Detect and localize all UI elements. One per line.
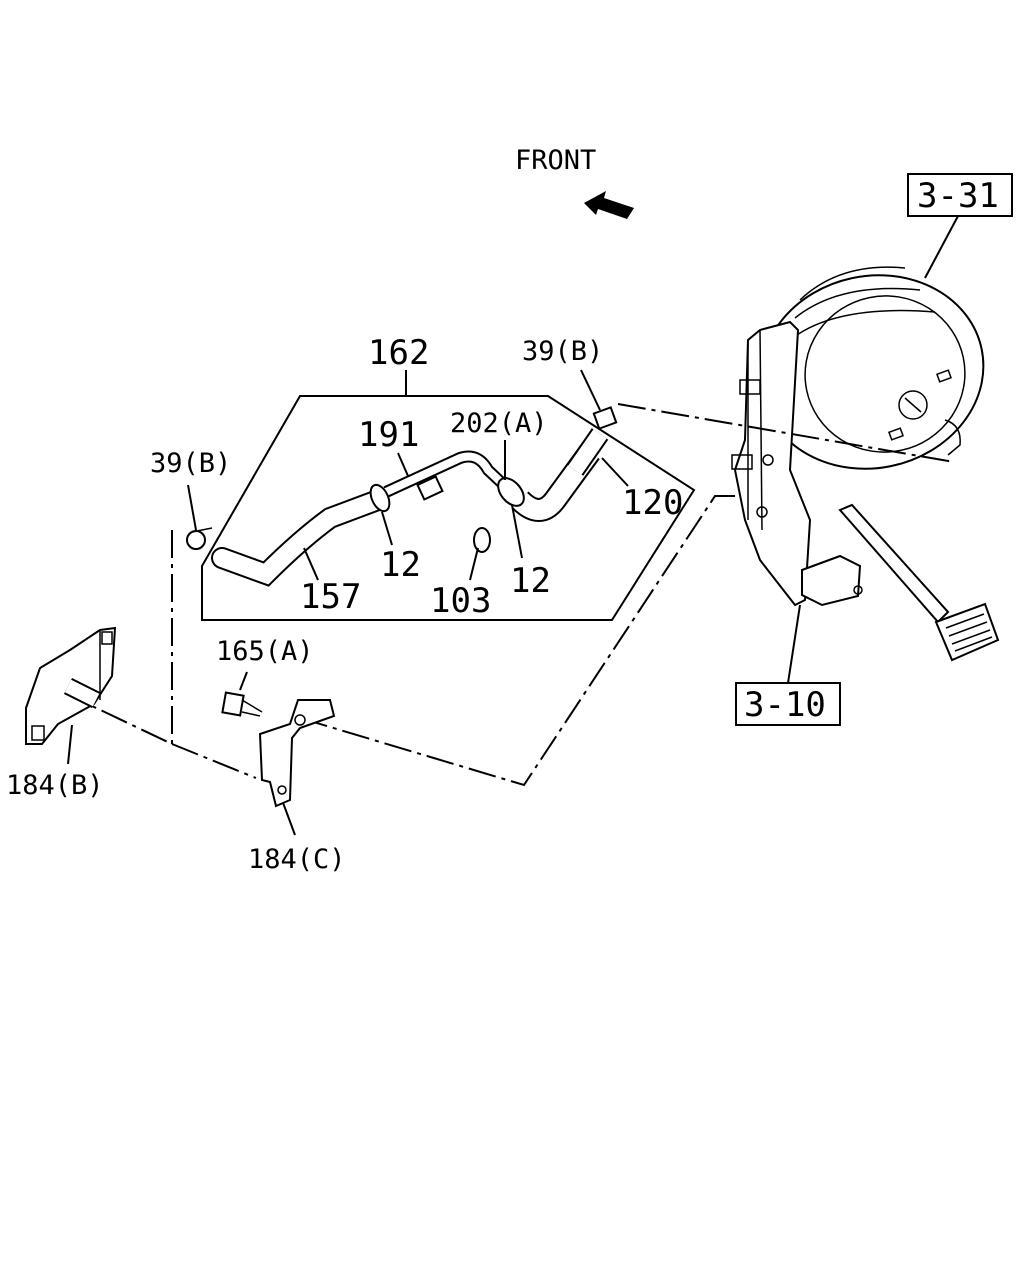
label-39b-right: 39(B) [522,336,603,367]
label-12-right: 12 [510,561,551,601]
label-103: 103 [430,581,491,621]
front-label: FRONT [515,145,596,176]
clip-right [592,406,618,430]
label-162: 162 [368,333,429,373]
hose-assembly-outline [201,395,696,621]
label-39b-left: 39(B) [150,448,231,479]
clip-left [186,527,213,550]
label-202a: 202(A) [450,408,548,439]
front-arrow-icon [584,191,634,219]
label-184c: 184(C) [248,844,346,875]
bolt [221,691,263,717]
connection-lines [91,403,955,787]
label-184b: 184(B) [6,770,104,801]
vacuum-hose [211,428,609,587]
bracket-c [258,699,336,808]
label-12-left: 12 [380,545,421,585]
pedal-bracket [731,320,1000,662]
brake-booster [759,266,985,470]
label-157: 157 [300,577,361,617]
leader-pedal [787,604,801,684]
leader-booster [924,215,959,279]
ref-booster-text: 3-31 [917,176,999,216]
ref-box-booster[interactable]: 3-31 [907,173,1013,217]
bracket-b [25,626,117,745]
leaders [67,369,629,836]
ref-box-pedal[interactable]: 3-10 [735,682,841,726]
label-165a: 165(A) [216,636,314,667]
ref-pedal-text: 3-10 [744,685,826,725]
label-120: 120 [622,483,683,523]
label-191: 191 [358,415,419,455]
